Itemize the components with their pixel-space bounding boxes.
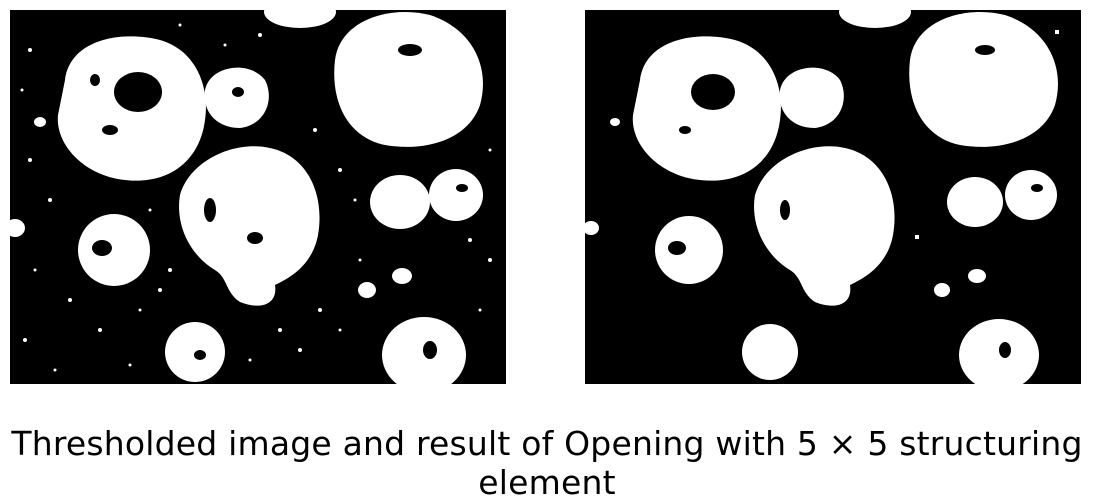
cell-blob xyxy=(179,146,320,306)
cell-blob xyxy=(779,67,844,128)
cell-blob xyxy=(909,12,1058,147)
opened-image-svg xyxy=(585,10,1059,384)
cell-blob xyxy=(655,216,723,284)
cell-blob xyxy=(742,324,798,380)
cell-blob xyxy=(204,67,269,128)
cell-hole xyxy=(114,72,162,112)
cell-blob xyxy=(429,169,483,221)
cell-blob xyxy=(78,214,150,286)
cell-blob xyxy=(754,146,895,306)
cell-blob xyxy=(959,319,1039,384)
opened-image xyxy=(585,10,1081,384)
cell-blob xyxy=(947,177,1003,227)
noise-specks xyxy=(20,23,492,372)
figure-caption: Thresholded image and result of Opening … xyxy=(11,424,1083,502)
thresholded-image xyxy=(10,10,506,384)
thresholded-image-svg xyxy=(10,10,492,384)
cell-blob xyxy=(165,322,225,382)
cell-blob xyxy=(839,10,911,28)
cell-blob xyxy=(1005,170,1057,220)
cell-blob xyxy=(334,12,483,147)
cell-blob xyxy=(370,175,430,229)
cell-blob xyxy=(264,10,336,28)
